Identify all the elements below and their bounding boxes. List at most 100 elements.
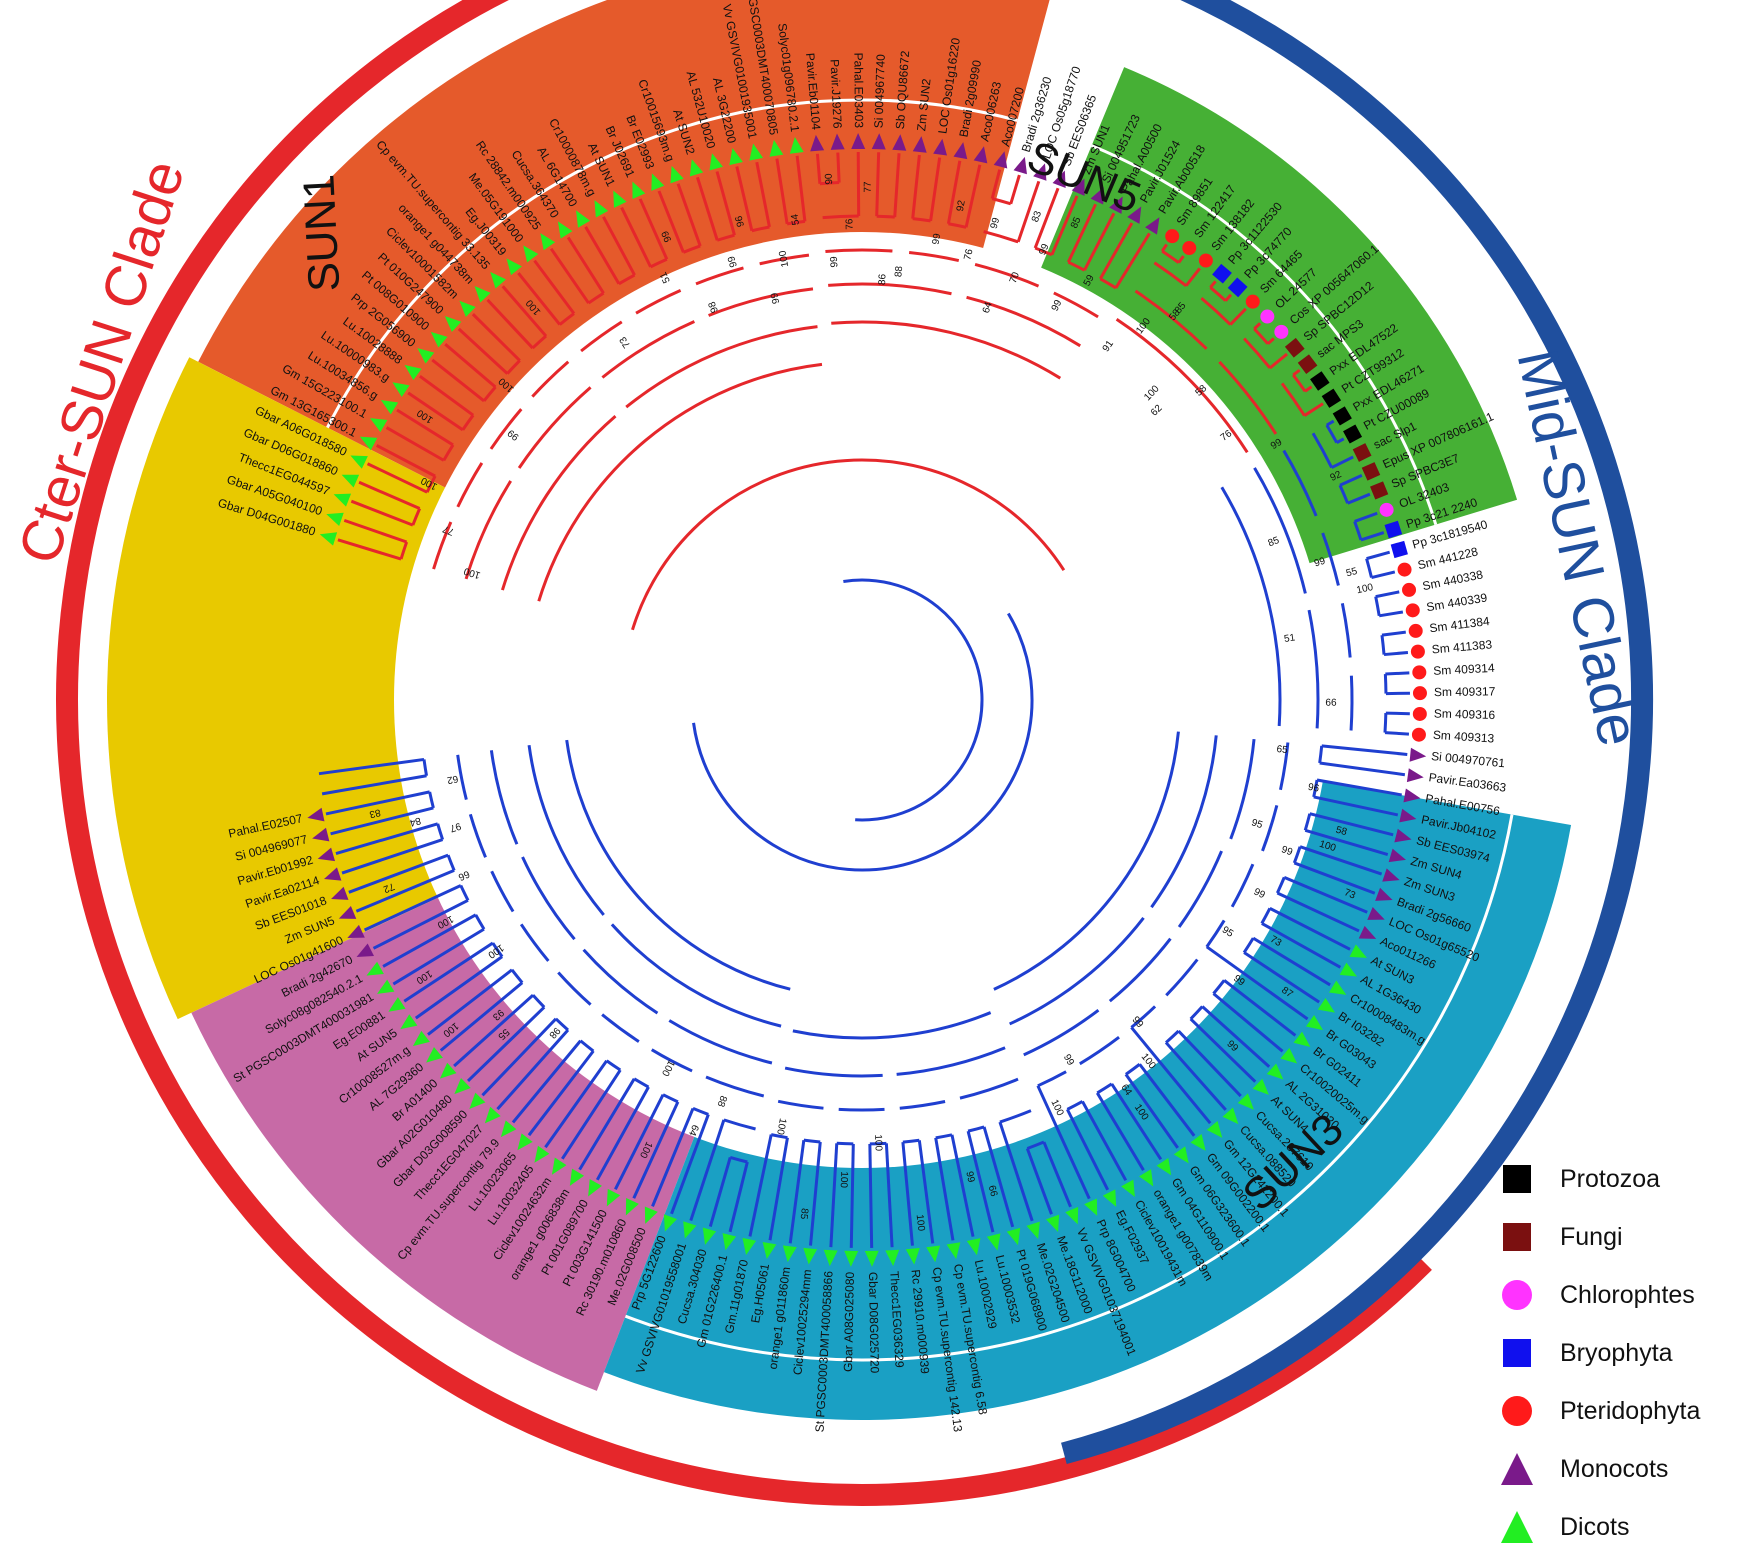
branch	[1260, 907, 1272, 925]
branch	[1380, 634, 1386, 655]
branch	[358, 480, 421, 510]
bootstrap-value: 58	[1335, 825, 1349, 839]
branch	[457, 327, 509, 375]
tip-marker	[1245, 294, 1260, 309]
tip-marker	[430, 331, 448, 348]
branch	[692, 1107, 709, 1116]
branch	[468, 813, 487, 858]
branch	[966, 1130, 995, 1233]
legend-label: Pteridophyta	[1560, 1396, 1701, 1425]
branch	[631, 458, 1066, 631]
bootstrap-value: 73	[1342, 887, 1357, 901]
bootstrap-value: 99	[1269, 437, 1285, 452]
leaf-label: Sm 409317	[1434, 684, 1496, 699]
leaf-label: Sm 409316	[1434, 706, 1496, 722]
tip-marker	[444, 316, 462, 333]
tip-marker	[1361, 462, 1381, 481]
bootstrap-value: 100	[774, 1117, 788, 1136]
branch	[1189, 1017, 1257, 1083]
tip-marker	[1339, 962, 1357, 977]
legend-label: Protozoa	[1560, 1164, 1661, 1193]
fungi-square-icon	[1500, 1220, 1534, 1254]
leaf-label: Sm 440339	[1425, 590, 1488, 614]
tip-marker	[933, 138, 948, 156]
branch	[831, 320, 1062, 380]
branch	[411, 507, 422, 526]
chlorophtes-circle-icon	[1500, 1278, 1534, 1312]
tip-marker	[1206, 1121, 1223, 1138]
branch	[456, 462, 484, 508]
bootstrap-value: 85	[1069, 215, 1084, 230]
legend-item: Pteridophyta	[1500, 1382, 1745, 1440]
branch	[822, 214, 859, 220]
monocots-triangle-icon	[1500, 1452, 1534, 1486]
branch	[1218, 360, 1278, 435]
tip-marker	[823, 1249, 838, 1267]
branch	[1201, 1005, 1271, 1068]
legend-item: Dicots	[1500, 1498, 1745, 1556]
tip-marker	[594, 200, 609, 218]
branch	[1325, 424, 1339, 444]
branch	[366, 462, 428, 494]
branch	[838, 1107, 885, 1112]
tip-marker	[1384, 520, 1403, 539]
bootstrap-value: 98	[707, 299, 721, 314]
leaf-label: Pahal.E03403	[851, 53, 866, 129]
tip-marker	[953, 142, 968, 160]
tip-marker	[1284, 337, 1305, 358]
branch	[650, 1048, 693, 1073]
tip-marker	[1222, 1107, 1239, 1125]
branch	[1177, 850, 1223, 928]
branch	[1229, 739, 1256, 840]
tip-marker	[905, 1248, 920, 1265]
leaf-label: Pavir.Eb01104	[803, 52, 823, 130]
leaf-label: Zm SUN2	[914, 78, 933, 132]
tip-marker	[359, 436, 378, 451]
bootstrap-value: 84	[408, 815, 422, 829]
tip-marker	[380, 399, 399, 415]
branch	[1205, 945, 1309, 1021]
dicots-triangle-icon	[1500, 1510, 1534, 1544]
tip-marker	[885, 1249, 900, 1267]
branch	[929, 157, 942, 222]
branch	[1276, 891, 1360, 933]
branch	[1009, 174, 1021, 205]
branch	[1353, 520, 1363, 541]
tip-marker	[769, 139, 784, 157]
tip-marker	[789, 136, 804, 154]
branch	[1321, 744, 1408, 756]
branch	[777, 1099, 824, 1110]
branch	[1033, 187, 1060, 249]
branch	[784, 1066, 883, 1078]
branch	[557, 971, 592, 1006]
tip-marker	[762, 1242, 777, 1259]
branch	[1230, 863, 1255, 908]
tip-marker	[324, 867, 342, 881]
tip-marker	[663, 1214, 678, 1232]
branch	[1340, 603, 1352, 658]
branch	[1360, 531, 1385, 542]
branch	[899, 1100, 946, 1110]
branch	[490, 870, 515, 913]
branch	[893, 153, 901, 218]
tip-marker	[625, 1198, 639, 1216]
branch	[708, 1156, 732, 1227]
bootstrap-value: 88	[714, 1094, 728, 1109]
tip-marker	[1090, 187, 1104, 205]
bootstrap-value: 99	[963, 1170, 976, 1184]
tip-marker	[392, 382, 410, 398]
tip-marker	[689, 159, 704, 177]
sector-separator	[624, 814, 1514, 1362]
branch	[335, 822, 439, 855]
branch	[321, 774, 427, 796]
branch	[355, 869, 455, 913]
branch	[544, 1059, 608, 1149]
branch	[1095, 1092, 1145, 1171]
leaf-label: Pavir.Ea03663	[1428, 770, 1508, 795]
protozoa-square-icon	[1500, 1162, 1534, 1196]
branch	[489, 750, 519, 845]
bootstrap-value: 99	[769, 291, 782, 305]
tip-marker	[709, 153, 723, 171]
branch	[1309, 812, 1394, 837]
